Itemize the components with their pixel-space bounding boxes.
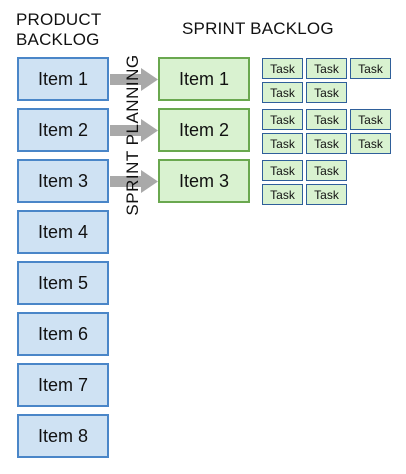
- planning-arrow: [110, 119, 158, 142]
- task-card: Task: [262, 160, 303, 181]
- task-card: Task: [306, 133, 347, 154]
- product-backlog-item: Item 3: [17, 159, 109, 203]
- product-backlog-item: Item 2: [17, 108, 109, 152]
- task-card: Task: [262, 133, 303, 154]
- task-card: Task: [262, 109, 303, 130]
- planning-arrow: [110, 68, 158, 91]
- task-card: Task: [350, 109, 391, 130]
- task-card: Task: [262, 184, 303, 205]
- product-backlog-item: Item 4: [17, 210, 109, 254]
- product-backlog-item: Item 8: [17, 414, 109, 458]
- sprint-backlog-item: Item 2: [158, 108, 250, 152]
- sprint-backlog-title: SPRINT BACKLOG: [182, 19, 334, 38]
- sprint-backlog-item: Item 3: [158, 159, 250, 203]
- task-card: Task: [306, 82, 347, 103]
- task-card: Task: [350, 58, 391, 79]
- task-card: Task: [306, 160, 347, 181]
- product-backlog-item: Item 5: [17, 261, 109, 305]
- product-backlog-item: Item 7: [17, 363, 109, 407]
- task-card: Task: [306, 58, 347, 79]
- product-backlog-item: Item 6: [17, 312, 109, 356]
- sprint-planning-label: SPRINT PLANNING: [123, 54, 142, 216]
- sprint-backlog-item: Item 1: [158, 57, 250, 101]
- task-card: Task: [306, 109, 347, 130]
- task-card: Task: [350, 133, 391, 154]
- product-backlog-title-line2: BACKLOG: [16, 30, 100, 49]
- product-backlog-item: Item 1: [17, 57, 109, 101]
- product-backlog-title-line1: PRODUCT: [16, 10, 102, 29]
- planning-arrow: [110, 170, 158, 193]
- task-card: Task: [262, 82, 303, 103]
- task-card: Task: [262, 58, 303, 79]
- task-card: Task: [306, 184, 347, 205]
